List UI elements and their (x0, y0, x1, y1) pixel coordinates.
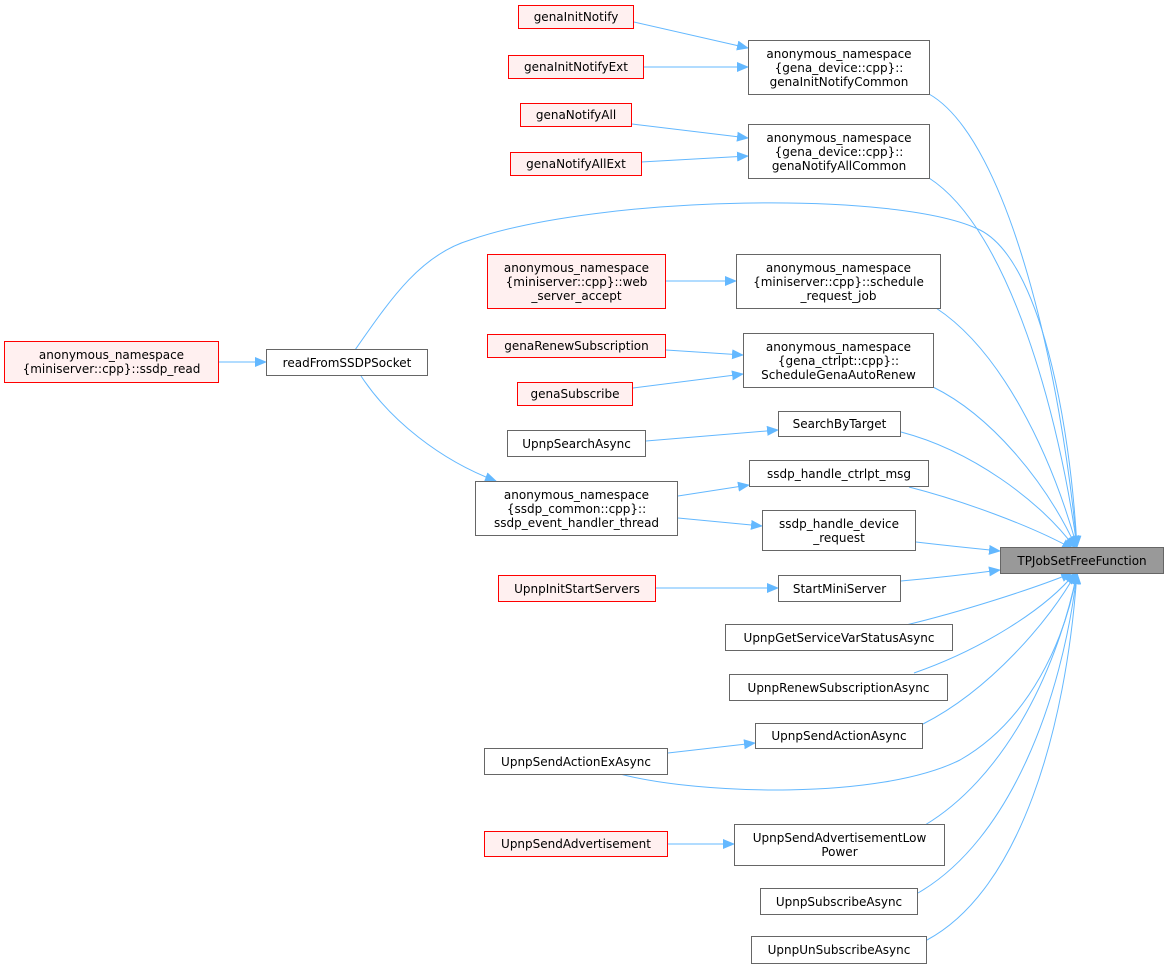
edge-readFromSSDPSocket-to-event-handler (360, 375, 497, 482)
node-StartMiniServer[interactable]: StartMiniServer (778, 575, 901, 602)
edge-genaInitNotify-to-common (633, 21, 749, 51)
node-UpnpSendActionAsync[interactable]: UpnpSendActionAsync (755, 723, 923, 749)
edge-UpnpRenewSubscriptionAsync-to-target (913, 572, 1076, 674)
node-genaInitNotify[interactable]: genaInitNotify (518, 5, 634, 29)
edge-UpnpGetServiceVarStatusAsync-to-target (905, 572, 1073, 626)
edge-UpnpSubscribeAsync-to-target (917, 572, 1081, 894)
node-SearchByTarget[interactable]: SearchByTarget (778, 411, 901, 437)
edge-genaSubscribe-to-autorenew (632, 370, 744, 389)
node-ssdp_event_handler_thread[interactable]: anonymous_namespace {ssdp_common::cpp}::… (475, 481, 678, 536)
edge-ssdp_handle_ctrlpt_msg-to-target (908, 486, 1074, 550)
edge-genaNotifyAll-to-common (631, 123, 749, 142)
node-schedule_request_job[interactable]: anonymous_namespace {miniserver::cpp}::s… (736, 254, 941, 309)
edge-genaNotifyAllExt-to-common (640, 151, 749, 163)
edge-event-handler-to-device-request (677, 517, 763, 530)
node-ssdp_handle_device_request[interactable]: ssdp_handle_device _request (762, 510, 916, 551)
node-genaSubscribe[interactable]: genaSubscribe (517, 382, 633, 406)
edge-UpnpSendActionAsync-to-target (922, 572, 1077, 725)
node-UpnpSendAdvertisementLowPower[interactable]: UpnpSendAdvertisementLow Power (734, 824, 945, 866)
node-UpnpInitStartServers[interactable]: UpnpInitStartServers (498, 575, 656, 602)
node-genaNotifyAll[interactable]: genaNotifyAll (520, 103, 632, 127)
edge-SendActionEx-to-SendAction (667, 739, 756, 754)
node-genaRenewSubscription[interactable]: genaRenewSubscription (487, 334, 666, 358)
node-genaNotifyAllCommon[interactable]: anonymous_namespace {gena_device::cpp}::… (748, 124, 930, 179)
node-web_server_accept[interactable]: anonymous_namespace {miniserver::cpp}::w… (487, 254, 666, 309)
edge-UpnpSendAdvertisementLowPower-to-target (924, 572, 1080, 826)
node-UpnpUnSubscribeAsync[interactable]: UpnpUnSubscribeAsync (751, 936, 927, 964)
node-UpnpGetServiceVarStatusAsync[interactable]: UpnpGetServiceVarStatusAsync (725, 624, 953, 651)
edge-genaRenewSubscription-to-autorenew (665, 349, 744, 360)
node-ssdp_read[interactable]: anonymous_namespace {miniserver::cpp}::s… (4, 341, 219, 383)
node-genaInitNotifyCommon[interactable]: anonymous_namespace {gena_device::cpp}::… (748, 40, 930, 95)
edge-UpnpSendActionExAsync-to-target (619, 572, 1080, 791)
node-UpnpSendAdvertisement[interactable]: UpnpSendAdvertisement (484, 831, 668, 857)
edge-schedule_request_job-to-target (935, 307, 1079, 548)
edge-ssdp_handle_device_request-to-target (915, 541, 1001, 555)
edge-event-handler-to-ctrlpt (677, 481, 750, 497)
edge-SearchByTarget-to-target (900, 431, 1076, 549)
node-UpnpSearchAsync[interactable]: UpnpSearchAsync (507, 430, 646, 457)
edge-genaInitNotifyCommon-to-target (928, 93, 1081, 548)
edge-readFromSSDPSocket-to-target (354, 202, 1082, 548)
node-readFromSSDPSocket[interactable]: readFromSSDPSocket (266, 349, 428, 376)
node-ssdp_handle_ctrlpt_msg[interactable]: ssdp_handle_ctrlpt_msg (749, 460, 929, 487)
node-ScheduleGenaAutoRenew[interactable]: anonymous_namespace {gena_ctrlpt::cpp}::… (743, 333, 934, 388)
edge-UpnpUnSubscribeAsync-to-target (926, 572, 1082, 941)
node-UpnpSubscribeAsync[interactable]: UpnpSubscribeAsync (760, 888, 918, 915)
node-UpnpRenewSubscriptionAsync[interactable]: UpnpRenewSubscriptionAsync (729, 674, 948, 701)
edge-StartMiniServer-to-target (900, 566, 1001, 582)
edge-genaNotifyAllCommon-to-target (928, 177, 1081, 548)
node-TPJobSetFreeFunction[interactable]: TPJobSetFreeFunction (1000, 547, 1164, 574)
edge-ScheduleGenaAutoRenew-to-target (932, 386, 1077, 548)
node-UpnpSendActionExAsync[interactable]: UpnpSendActionExAsync (484, 748, 668, 775)
node-genaInitNotifyExt[interactable]: genaInitNotifyExt (508, 55, 644, 79)
edge-UpnpSearchAsync-to-SearchByTarget (645, 425, 779, 442)
node-genaNotifyAllExt[interactable]: genaNotifyAllExt (510, 152, 642, 176)
